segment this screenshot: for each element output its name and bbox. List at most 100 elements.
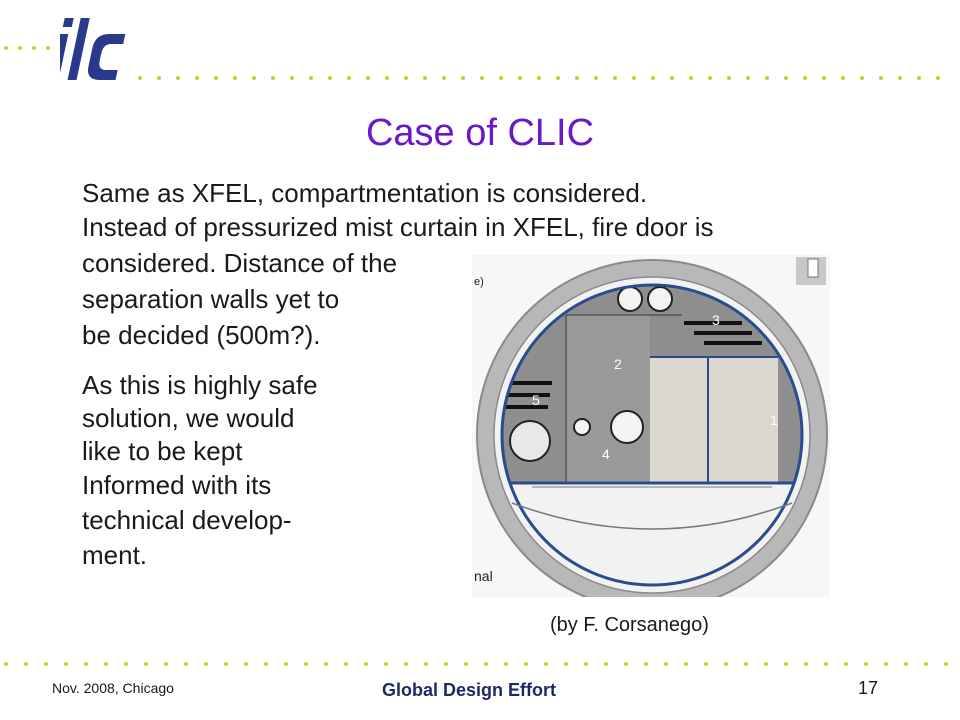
compartment-label: 2	[614, 356, 622, 372]
diagram-caption: (by F. Corsanego)	[550, 614, 709, 636]
page-number: 17	[858, 678, 879, 698]
decorative-dot	[864, 662, 868, 666]
decorative-dot	[564, 662, 568, 666]
body-line: ment.	[82, 540, 148, 570]
decorative-dot	[724, 662, 728, 666]
decorative-dot	[504, 662, 508, 666]
decorative-dot	[898, 76, 902, 80]
decorative-dot	[461, 76, 465, 80]
decorative-dot	[442, 76, 446, 80]
body-line: be decided (500m?).	[82, 320, 321, 350]
decorative-dot	[879, 76, 883, 80]
decorative-dot	[822, 76, 826, 80]
compartment-label: 3	[712, 312, 720, 328]
decorative-dot	[765, 76, 769, 80]
body-line: Instead of pressurized mist curtain in X…	[82, 212, 714, 242]
decorative-dot	[364, 662, 368, 666]
decorative-dot	[744, 662, 748, 666]
decorative-dot	[803, 76, 807, 80]
decorative-dot	[784, 76, 788, 80]
decorative-dot	[632, 76, 636, 80]
decorative-dot	[44, 662, 48, 666]
decorative-dot	[4, 46, 8, 50]
decorative-dot	[604, 662, 608, 666]
decorative-dot	[404, 76, 408, 80]
decorative-dot	[284, 662, 288, 666]
decorative-dot	[385, 76, 389, 80]
decorative-dot	[518, 76, 522, 80]
decorative-dot	[18, 46, 22, 50]
footer-date-location: Nov. 2008, Chicago	[52, 680, 174, 696]
decorative-dot	[184, 662, 188, 666]
decorative-dot	[264, 662, 268, 666]
diagram-side-label: nal	[474, 568, 493, 584]
decorative-dot	[64, 662, 68, 666]
decorative-dot	[708, 76, 712, 80]
decorative-dot	[224, 662, 228, 666]
body-line: separation walls yet to	[82, 284, 340, 314]
decorative-dot	[84, 662, 88, 666]
decorative-dot	[204, 662, 208, 666]
decorative-dot	[584, 662, 588, 666]
decorative-dot	[651, 76, 655, 80]
decorative-dot	[444, 662, 448, 666]
decorative-dot	[844, 662, 848, 666]
decorative-dot	[244, 662, 248, 666]
decorative-dot	[841, 76, 845, 80]
compartment-label: 4	[602, 446, 610, 462]
decorative-dot	[164, 662, 168, 666]
body-line: As this is highly safe	[82, 370, 318, 400]
decorative-dot	[233, 76, 237, 80]
decorative-dot	[4, 662, 8, 666]
decorative-dot	[304, 662, 308, 666]
decorative-dot	[344, 662, 348, 666]
decorative-dot	[575, 76, 579, 80]
ilc-logo-icon	[60, 18, 126, 80]
decorative-dot	[499, 76, 503, 80]
decorative-dot	[24, 662, 28, 666]
decorative-dot	[524, 662, 528, 666]
decorative-dot	[684, 662, 688, 666]
decorative-dot	[860, 76, 864, 80]
decorative-dot	[347, 76, 351, 80]
decorative-dot	[924, 662, 928, 666]
body-line: solution, we would	[82, 403, 295, 433]
decorative-dot	[46, 46, 50, 50]
decorative-dot	[195, 76, 199, 80]
decorative-dot	[884, 662, 888, 666]
decorative-dot	[704, 662, 708, 666]
decorative-dot	[423, 76, 427, 80]
decorative-dot	[824, 662, 828, 666]
decorative-dot	[124, 662, 128, 666]
decorative-dot	[366, 76, 370, 80]
decorative-dot	[480, 76, 484, 80]
decorative-dot	[784, 662, 788, 666]
decorative-dot	[384, 662, 388, 666]
footer-organization: Global Design Effort	[382, 680, 557, 700]
diagram-side-label-top: e)	[474, 276, 484, 288]
bottom-dotted-line	[4, 662, 948, 666]
top-dotted-line	[138, 76, 940, 80]
decorative-dot	[104, 662, 108, 666]
decorative-dot	[727, 76, 731, 80]
body-line: Informed with its	[82, 470, 272, 500]
decorative-dot	[644, 662, 648, 666]
decorative-dot	[904, 662, 908, 666]
body-line: considered. Distance of the	[82, 248, 398, 278]
decorative-dot	[138, 76, 142, 80]
decorative-dot	[917, 76, 921, 80]
decorative-dot	[32, 46, 36, 50]
decorative-dot	[936, 76, 940, 80]
top-left-dotted-line	[4, 46, 50, 50]
body-line: like to be kept	[82, 436, 243, 466]
decorative-dot	[484, 662, 488, 666]
body-line: technical develop-	[82, 505, 292, 535]
decorative-dot	[176, 76, 180, 80]
decorative-dot	[624, 662, 628, 666]
decorative-dot	[324, 662, 328, 666]
decorative-dot	[309, 76, 313, 80]
decorative-dot	[664, 662, 668, 666]
decorative-dot	[214, 76, 218, 80]
tunnel-cross-section-diagram: 1 2 3 4 5 e) nal	[472, 255, 830, 597]
decorative-dot	[290, 76, 294, 80]
